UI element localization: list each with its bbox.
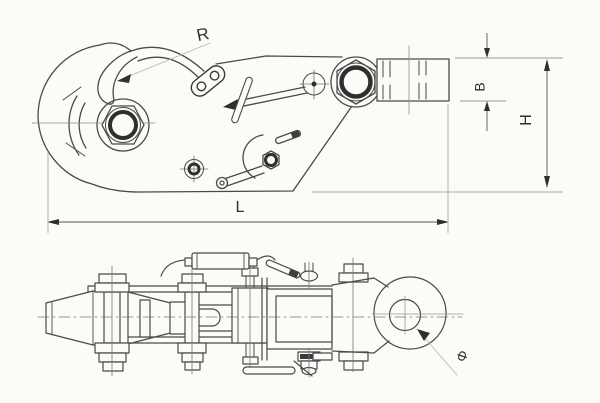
pivot-pin bbox=[179, 155, 209, 183]
radius-leader bbox=[121, 42, 211, 80]
body-outline bbox=[37, 44, 353, 193]
dimension-labels: R B H L Φ bbox=[195, 24, 535, 364]
cotter-pin bbox=[242, 352, 333, 377]
upper-pin bbox=[299, 69, 330, 100]
bolt-stack-1 bbox=[94, 265, 130, 377]
latch-mechanism bbox=[215, 129, 302, 190]
side-view bbox=[31, 42, 450, 193]
plan-view bbox=[37, 252, 464, 378]
diameter-leader bbox=[422, 335, 458, 376]
tension-rod bbox=[223, 76, 308, 124]
shank bbox=[376, 58, 450, 102]
dim-label-diameter: Φ bbox=[453, 348, 472, 364]
dim-label-radius: R bbox=[195, 24, 211, 45]
cam-arm bbox=[130, 46, 205, 72]
grip-cylinder bbox=[160, 252, 301, 279]
dimensions bbox=[47, 33, 563, 233]
side-plates bbox=[87, 285, 333, 344]
hook-outline bbox=[99, 42, 132, 52]
dim-label-height: H bbox=[518, 114, 535, 126]
shackle-housing bbox=[261, 277, 333, 361]
bolt-stack-5 bbox=[338, 257, 369, 373]
dim-label-thickness: B bbox=[472, 82, 488, 91]
dim-label-length: L bbox=[236, 199, 245, 216]
chain-link bbox=[190, 65, 226, 97]
lifting-eye bbox=[331, 276, 464, 354]
bolt-stack-2 bbox=[177, 265, 207, 375]
body-top-edge bbox=[215, 55, 343, 65]
